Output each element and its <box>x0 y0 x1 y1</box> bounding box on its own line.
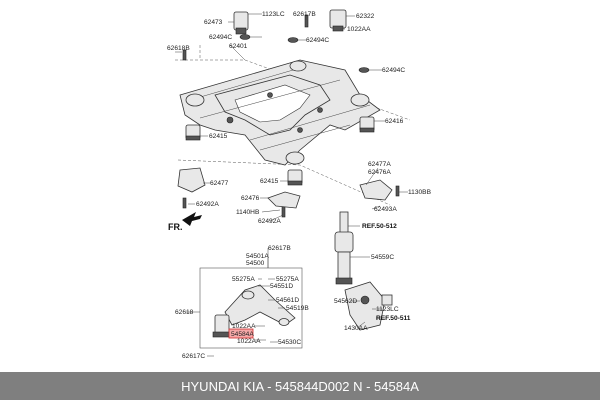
label-1123LC: 1123LC <box>262 11 285 18</box>
label-62618: 62618 <box>175 309 194 316</box>
label-54551D: 54551D <box>270 283 293 290</box>
label-1430AA: 1430AA <box>344 325 368 332</box>
ref-label-50-511: REF.50-511 <box>376 315 411 322</box>
label-62493A: 62493A <box>374 206 397 213</box>
strut-assembly <box>334 211 354 285</box>
ref-label-50-512: REF.50-512 <box>362 223 397 230</box>
label-62494C: 62494C <box>382 67 405 74</box>
label-62415: 62415 <box>260 178 279 185</box>
label-1022AA: 1022AA <box>232 323 256 330</box>
bracket-62477A <box>359 179 393 201</box>
label-54562D: 54562D <box>334 298 357 305</box>
label-54519B: 54519B <box>286 305 309 312</box>
label-54584A: 54584A <box>231 331 254 338</box>
lower-arm-box <box>199 267 303 349</box>
label-54559C: 54559C <box>371 254 394 261</box>
label-62416: 62416 <box>385 118 404 125</box>
engine-mount-left <box>233 11 249 35</box>
label-62322: 62322 <box>356 13 375 20</box>
label-54500: 54500 <box>246 260 265 267</box>
bracket-62477 <box>177 167 206 193</box>
front-label: FR. <box>168 222 183 232</box>
washer-icon <box>239 34 251 40</box>
label-54501A: 54501A <box>246 253 269 260</box>
highlighted-part-54584A <box>228 328 254 339</box>
label-62415: 62415 <box>209 133 228 140</box>
label-1123LC: 1123LC <box>376 306 399 313</box>
label-1022AA: 1022AA <box>347 26 371 33</box>
leader-lines <box>175 13 408 357</box>
bushing-right <box>359 116 375 133</box>
label-62476A: 62476A <box>368 169 391 176</box>
label-55275A: 55275A <box>232 276 255 283</box>
label-62477: 62477 <box>210 180 229 187</box>
label-62477A: 62477A <box>368 161 391 168</box>
label-54561D: 54561D <box>276 297 299 304</box>
label-55275A: 55275A <box>276 276 299 283</box>
subframe-assembly <box>175 45 411 206</box>
label-62494C: 62494C <box>306 37 329 44</box>
parts-diagram: 1123LC 62617B 62322 62473 1022AA 62494C … <box>167 9 432 360</box>
label-62617C: 62617C <box>182 353 205 360</box>
label-62476: 62476 <box>241 195 260 202</box>
footer-caption-bar: HYUNDAI KIA - 545844D002 N - 54584A <box>0 372 600 400</box>
lower-control-arm <box>212 284 296 338</box>
label-62401: 62401 <box>229 43 248 50</box>
engine-mount-right <box>329 9 347 32</box>
washer-icon <box>358 67 370 73</box>
label-62617B: 62617B <box>293 11 316 18</box>
bushing-left <box>185 124 201 141</box>
footer-caption: HYUNDAI KIA - 545844D002 N - 54584A <box>181 378 419 394</box>
label-1130BB: 1130BB <box>408 189 432 196</box>
label-54530C: 54530C <box>278 339 301 346</box>
label-1140HB: 1140HB <box>236 209 260 216</box>
part-labels: 1123LC 62617B 62322 62473 1022AA 62494C … <box>167 11 432 360</box>
label-62492A: 62492A <box>196 201 219 208</box>
washer-icon <box>287 37 299 43</box>
bracket-62476 <box>267 191 301 209</box>
label-62494C: 62494C <box>209 34 232 41</box>
label-62492A: 62492A <box>258 218 281 225</box>
label-62618B: 62618B <box>167 45 190 52</box>
bushing-center <box>287 169 303 186</box>
front-arrow-icon <box>182 212 202 226</box>
label-62617B: 62617B <box>268 245 291 252</box>
knuckle-assembly <box>344 281 393 331</box>
label-62473: 62473 <box>204 19 223 26</box>
label-1022AA: 1022AA <box>237 338 261 345</box>
